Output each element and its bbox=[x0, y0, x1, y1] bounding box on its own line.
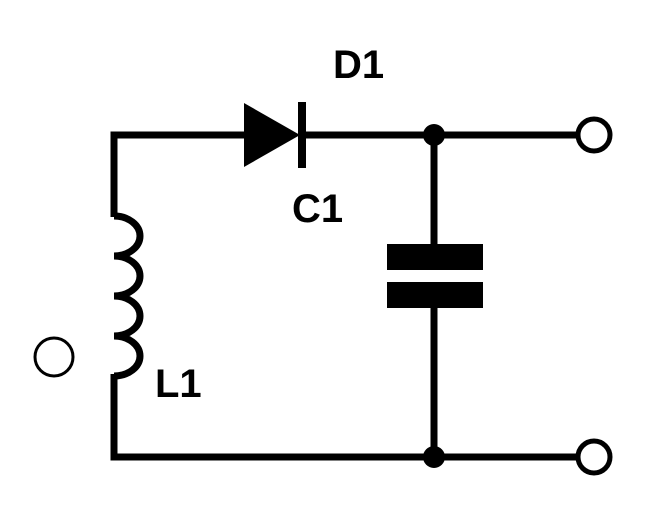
diode-cathode-bar bbox=[298, 102, 306, 168]
diode-triangle bbox=[244, 103, 300, 167]
input-terminal-left bbox=[33, 336, 75, 378]
capacitor-plate-bottom bbox=[387, 282, 483, 308]
capacitor-plate-top bbox=[387, 244, 483, 270]
capacitor-c1 bbox=[387, 135, 483, 457]
inductor-label: L1 bbox=[155, 362, 202, 406]
diode-label: D1 bbox=[333, 43, 384, 87]
wire-top-left bbox=[110, 131, 246, 217]
output-terminal-bottom bbox=[575, 438, 613, 476]
junction-dot-top bbox=[423, 124, 445, 146]
inductor-l1-coil bbox=[113, 212, 144, 380]
junction-dot-bottom bbox=[423, 446, 445, 468]
capacitor-label: C1 bbox=[292, 187, 343, 231]
output-terminal-top bbox=[575, 116, 613, 154]
diode-d1 bbox=[244, 102, 306, 168]
